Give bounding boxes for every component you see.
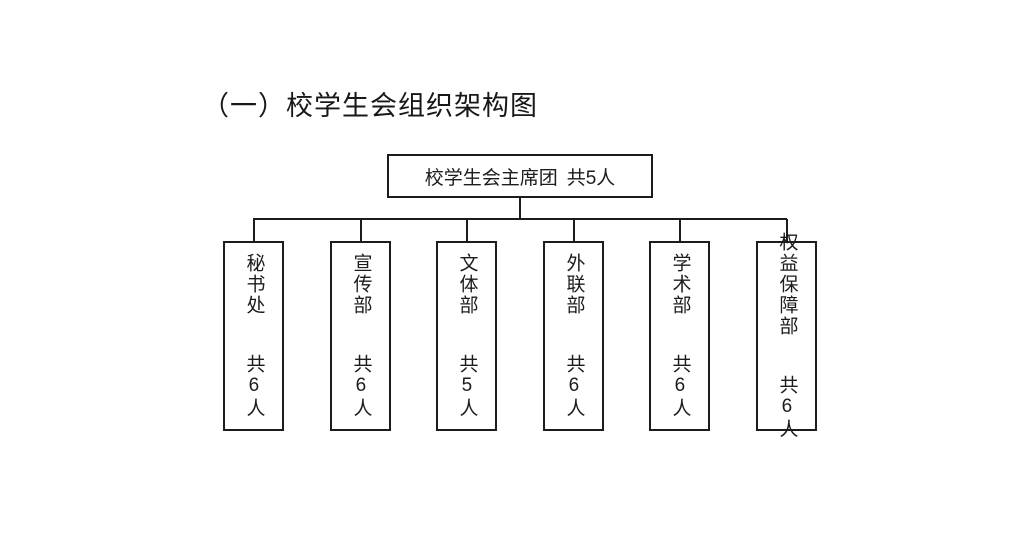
department-count: 共5人 <box>456 354 478 419</box>
connector-horizontal-line <box>253 218 787 220</box>
department-label: 权益保障部 共6人 <box>776 232 798 440</box>
connector-stub-6 <box>786 219 788 242</box>
root-box-count: 共5人 <box>566 167 616 189</box>
department-label: 学术部 共6人 <box>669 253 691 419</box>
root-box-name: 校学生会主席团 <box>424 167 558 189</box>
department-box-6: 权益保障部 共6人 <box>756 232 817 440</box>
department-box-2: 宣传部 共6人 <box>330 241 391 431</box>
department-label: 宣传部 共6人 <box>350 253 372 419</box>
department-name: 秘书处 <box>243 253 265 316</box>
department-name: 学术部 <box>669 253 691 316</box>
connector-stub-1 <box>253 219 255 242</box>
department-count: 共6人 <box>776 375 798 440</box>
root-box: 校学生会主席团 共5人 <box>387 154 653 198</box>
department-count: 共6人 <box>350 354 372 419</box>
department-count: 共6人 <box>243 354 265 419</box>
department-count: 共6人 <box>563 354 585 419</box>
connector-stub-5 <box>679 219 681 242</box>
department-name: 宣传部 <box>350 253 372 316</box>
department-box-3: 文体部 共5人 <box>436 241 497 431</box>
department-label: 外联部 共6人 <box>563 253 585 419</box>
department-box-4: 外联部 共6人 <box>543 241 604 431</box>
department-label: 秘书处 共6人 <box>243 253 265 419</box>
connector-drop-line <box>519 198 521 219</box>
department-count: 共6人 <box>669 354 691 419</box>
connector-stub-3 <box>466 219 468 242</box>
connector-stub-4 <box>573 219 575 242</box>
page-title: （一）校学生会组织架构图 <box>202 91 538 121</box>
department-name: 文体部 <box>456 253 478 316</box>
department-name: 外联部 <box>563 253 585 316</box>
connector-stub-2 <box>360 219 362 242</box>
department-label: 文体部 共5人 <box>456 253 478 419</box>
department-name: 权益保障部 <box>776 232 798 337</box>
department-box-1: 秘书处 共6人 <box>223 241 284 431</box>
department-box-5: 学术部 共6人 <box>649 241 710 431</box>
